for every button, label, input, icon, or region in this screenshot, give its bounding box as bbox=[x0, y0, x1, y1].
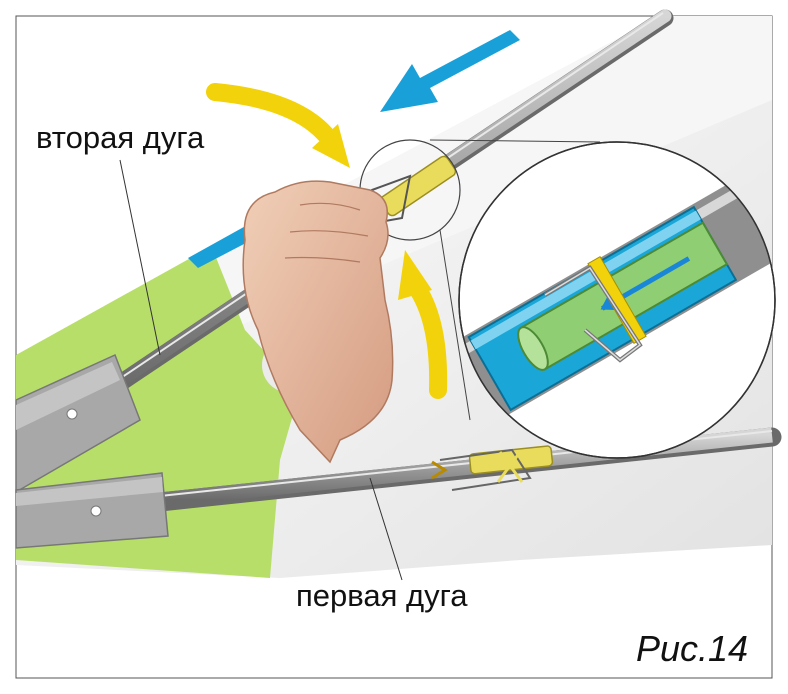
magnifier-connector-top bbox=[429, 139, 601, 143]
curved-arrow-yellow-icon bbox=[206, 83, 448, 399]
leader-second-arc bbox=[119, 159, 161, 356]
magnifier-connector-bottom bbox=[439, 229, 471, 421]
lower-clip bbox=[431, 445, 554, 491]
second-arc-plate bbox=[15, 353, 141, 494]
first-arc-plate bbox=[15, 472, 169, 549]
figure-caption: Рис.14 bbox=[636, 628, 749, 669]
leader-first-arc bbox=[369, 477, 403, 581]
hand-icon bbox=[242, 180, 394, 464]
label-first-arc: первая дуга bbox=[296, 578, 468, 613]
label-second-arc: вторая дуга bbox=[36, 120, 205, 155]
magnifier-circle bbox=[458, 141, 776, 459]
